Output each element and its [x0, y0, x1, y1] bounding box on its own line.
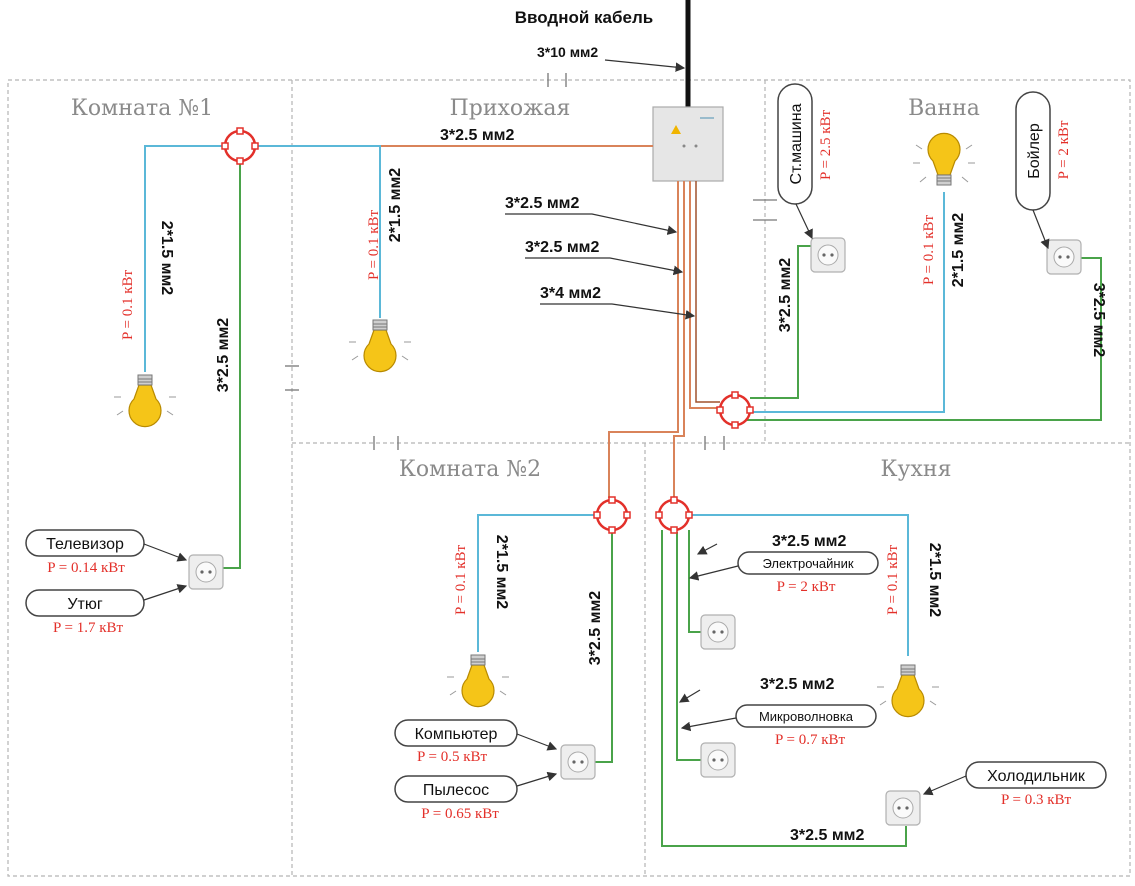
device-label-kettle: Электрочайник	[762, 556, 853, 571]
power-label-bath-light: P = 0.1 кВт	[921, 215, 937, 286]
cable-label-kitchen-mid: 3*2.5 мм2	[760, 676, 834, 693]
device-pill-computer: Компьютер	[394, 719, 518, 747]
room-label-room1: Комната №1	[71, 96, 213, 121]
power-label-hall-light: P = 0.1 кВт	[366, 210, 382, 281]
power-label-microwave: P = 0.7 кВт	[775, 732, 846, 748]
cable-label-hall-light: 2*1.5 мм2	[387, 168, 404, 242]
power-label-kitchen-light: P = 0.1 кВт	[885, 545, 901, 616]
device-label-boiler: Бойлер	[1026, 123, 1043, 179]
device-pill-iron: Утюг	[25, 589, 145, 617]
power-label-iron: P = 1.7 кВт	[53, 620, 124, 636]
cable-label-bath-boiler: 3*2.5 мм2	[1090, 283, 1107, 357]
room1-wiring	[144, 145, 381, 569]
cable-label-kitchen-top: 3*2.5 мм2	[772, 533, 846, 550]
panel-wires	[258, 145, 720, 498]
device-pill-fridge: Холодильник	[965, 761, 1107, 789]
walls	[7, 73, 1131, 877]
power-label-tv: P = 0.14 кВт	[47, 560, 125, 576]
room-label-bath: Ванна	[908, 96, 980, 121]
device-pill-tv: Телевизор	[25, 529, 145, 557]
junction-box-kitchen	[654, 495, 694, 535]
cable-label-room1-main: 3*2.5 мм2	[440, 127, 514, 144]
cable-label-bath-washer: 3*2.5 мм2	[777, 258, 794, 332]
device-label-iron: Утюг	[67, 596, 102, 613]
junction-box-bath	[715, 390, 755, 430]
socket-fridge-icon	[885, 790, 921, 826]
device-pill-microwave: Микроволновка	[735, 704, 877, 728]
socket-room2-icon	[560, 744, 596, 780]
device-label-fridge: Холодильник	[987, 768, 1086, 785]
cable-label-room1-socket: 3*2.5 мм2	[215, 318, 232, 392]
cable-label-kitchen-bottom: 3*2.5 мм2	[790, 827, 864, 844]
power-label-vacuum: P = 0.65 кВт	[421, 806, 499, 822]
power-label-fridge: P = 0.3 кВт	[1001, 792, 1072, 808]
socket-kettle-icon	[700, 614, 736, 650]
device-pill-vacuum: Пылесос	[394, 775, 518, 803]
junction-box-room2	[592, 495, 632, 535]
room2-wiring	[477, 514, 613, 763]
light-bulb-room1-icon	[113, 374, 177, 428]
room-label-hall: Прихожая	[450, 96, 571, 121]
cable-label-panel-c: 3*4 мм2	[540, 285, 601, 302]
socket-washer-icon	[810, 237, 846, 273]
bath-wiring	[740, 192, 1102, 421]
power-label-washer: P = 2.5 кВт	[818, 110, 834, 181]
room-label-kitchen: Кухня	[881, 457, 952, 482]
power-label-room2-light: P = 0.1 кВт	[453, 545, 469, 616]
device-label-microwave: Микроволновка	[759, 709, 854, 724]
power-label-boiler: P = 2 кВт	[1056, 120, 1072, 179]
power-label-kettle: P = 2 кВт	[777, 579, 836, 595]
power-label-room1-light: P = 0.1 кВт	[120, 270, 136, 341]
device-pill-boiler: Бойлер	[1015, 91, 1051, 211]
device-label-computer: Компьютер	[415, 726, 498, 743]
device-label-washer: Ст.машина	[788, 103, 805, 184]
light-bulb-kitchen-icon	[876, 664, 940, 718]
cable-label-room2-socket: 3*2.5 мм2	[587, 591, 604, 665]
cable-label-bath-light: 2*1.5 мм2	[950, 213, 967, 287]
electrical-panel	[652, 106, 724, 182]
cable-label-room2-light: 2*1.5 мм2	[493, 535, 510, 609]
cable-label-room1-light: 2*1.5 мм2	[158, 221, 175, 295]
power-label-computer: P = 0.5 кВт	[417, 749, 488, 765]
device-label-tv: Телевизор	[46, 536, 124, 553]
cable-label-panel-b: 3*2.5 мм2	[525, 239, 599, 256]
socket-microwave-icon	[700, 742, 736, 778]
socket-room1-icon	[188, 554, 224, 590]
light-bulb-bath-icon	[912, 132, 976, 186]
light-bulb-hall-icon	[348, 319, 412, 373]
diagram-title: Вводной кабель	[515, 8, 653, 27]
input-cable-label: 3*10 мм2	[537, 44, 598, 60]
room-label-room2: Комната №2	[399, 457, 541, 482]
kitchen-wiring	[661, 514, 909, 847]
socket-boiler-icon	[1046, 239, 1082, 275]
device-pill-kettle: Электрочайник	[737, 551, 879, 575]
device-pill-washer: Ст.машина	[777, 83, 813, 205]
cable-label-panel-a: 3*2.5 мм2	[505, 195, 579, 212]
cable-label-kitchen-light: 2*1.5 мм2	[926, 543, 943, 617]
device-label-vacuum: Пылесос	[423, 782, 489, 799]
light-bulb-room2-icon	[446, 654, 510, 708]
junction-box-room1	[220, 126, 260, 166]
